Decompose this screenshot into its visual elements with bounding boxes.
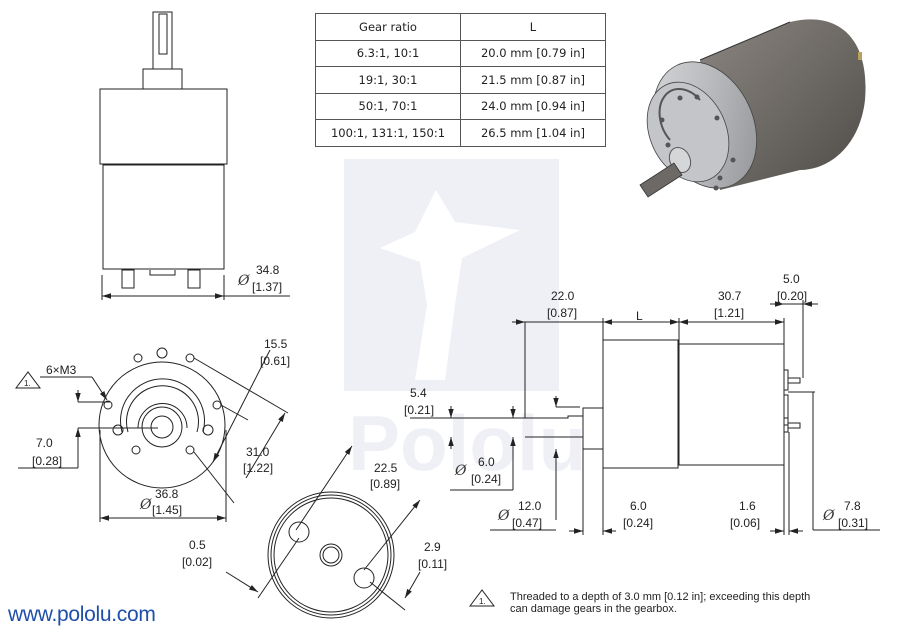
svg-text:31.0: 31.0 (246, 445, 270, 459)
gear-ratio-cell: 19:1, 30:1 (315, 66, 461, 94)
svg-text:Ø: Ø (822, 508, 835, 524)
svg-text:[0.28]: [0.28] (32, 454, 62, 468)
svg-text:1.: 1. (479, 597, 486, 606)
table-row: 6.3:1, 10:1 20.0 mm [0.79 in] (315, 39, 606, 67)
svg-text:7.8: 7.8 (844, 499, 861, 513)
table-header-row: Gear ratio L (315, 13, 606, 41)
svg-text:[0.89]: [0.89] (370, 477, 400, 491)
svg-text:[0.06]: [0.06] (730, 516, 760, 530)
svg-text:34.8: 34.8 (256, 263, 280, 277)
note-marker-triangle: 1. (15, 371, 41, 389)
gear-ratio-cell: 50:1, 70:1 (315, 92, 461, 120)
table-row: 100:1, 131:1, 150:1 26.5 mm [1.04 in] (315, 119, 606, 147)
svg-text:[1.21]: [1.21] (714, 306, 744, 320)
gear-ratio-table: Gear ratio L 6.3:1, 10:1 20.0 mm [0.79 i… (315, 13, 606, 147)
svg-text:Pololu: Pololu (348, 399, 586, 487)
svg-text:12.0: 12.0 (518, 499, 542, 513)
svg-text:22.5: 22.5 (374, 461, 398, 475)
svg-text:22.0: 22.0 (551, 289, 575, 303)
svg-text:7.0: 7.0 (36, 436, 53, 450)
thread-label: 6×M3 (46, 363, 77, 377)
length-cell: 24.0 mm [0.94 in] (460, 92, 606, 120)
svg-text:[0.24]: [0.24] (471, 472, 501, 486)
phi-symbol: Ø (237, 273, 250, 289)
svg-text:6.0: 6.0 (630, 499, 647, 513)
svg-text:[1.37]: [1.37] (252, 280, 282, 294)
svg-text:[1.45]: [1.45] (152, 503, 182, 517)
svg-text:0.5: 0.5 (189, 538, 206, 552)
svg-text:[0.24]: [0.24] (623, 516, 653, 530)
rear-view (225, 445, 421, 619)
length-cell: 26.5 mm [1.04 in] (460, 119, 606, 147)
svg-text:[1.22]: [1.22] (243, 461, 273, 475)
table-row: 50:1, 70:1 24.0 mm [0.94 in] (315, 92, 606, 120)
svg-text:[0.87]: [0.87] (547, 306, 577, 320)
svg-text:[0.61]: [0.61] (260, 354, 290, 368)
svg-text:1.: 1. (24, 379, 31, 388)
svg-text:L: L (636, 309, 643, 323)
svg-text:6.0: 6.0 (478, 455, 495, 469)
header-gear-ratio: Gear ratio (315, 13, 461, 41)
svg-text:Ø: Ø (139, 497, 152, 513)
pololu-url: www.pololu.com (8, 603, 156, 626)
svg-text:[0.31]: [0.31] (838, 516, 868, 530)
svg-text:[0.20]: [0.20] (777, 289, 807, 303)
header-length: L (460, 13, 606, 41)
svg-text:5.0: 5.0 (783, 272, 800, 286)
length-cell: 21.5 mm [0.87 in] (460, 66, 606, 94)
top-view (99, 11, 290, 300)
svg-text:[0.11]: [0.11] (418, 557, 447, 571)
svg-text:2.9: 2.9 (424, 540, 441, 554)
length-cell: 20.0 mm [0.79 in] (460, 39, 606, 67)
svg-text:5.4: 5.4 (410, 386, 427, 400)
threading-note: Threaded to a depth of 3.0 mm [0.12 in];… (510, 591, 811, 615)
svg-text:Ø: Ø (454, 463, 467, 479)
svg-text:[0.02]: [0.02] (182, 555, 212, 569)
svg-text:Ø: Ø (497, 508, 510, 524)
svg-text:[0.21]: [0.21] (404, 403, 434, 417)
motor-3d-render (639, 19, 866, 198)
front-view (18, 347, 289, 522)
warning-triangle-icon: 1. (469, 589, 495, 607)
svg-text:30.7: 30.7 (718, 289, 742, 303)
pololu-watermark: Pololu (344, 159, 586, 487)
svg-text:36.8: 36.8 (155, 487, 179, 501)
table-row: 19:1, 30:1 21.5 mm [0.87 in] (315, 66, 606, 94)
svg-text:1.6: 1.6 (739, 499, 756, 513)
side-view (410, 300, 880, 535)
gear-ratio-cell: 6.3:1, 10:1 (315, 39, 461, 67)
gear-ratio-cell: 100:1, 131:1, 150:1 (315, 119, 461, 147)
svg-text:15.5: 15.5 (264, 337, 288, 351)
svg-text:[0.47]: [0.47] (512, 516, 542, 530)
